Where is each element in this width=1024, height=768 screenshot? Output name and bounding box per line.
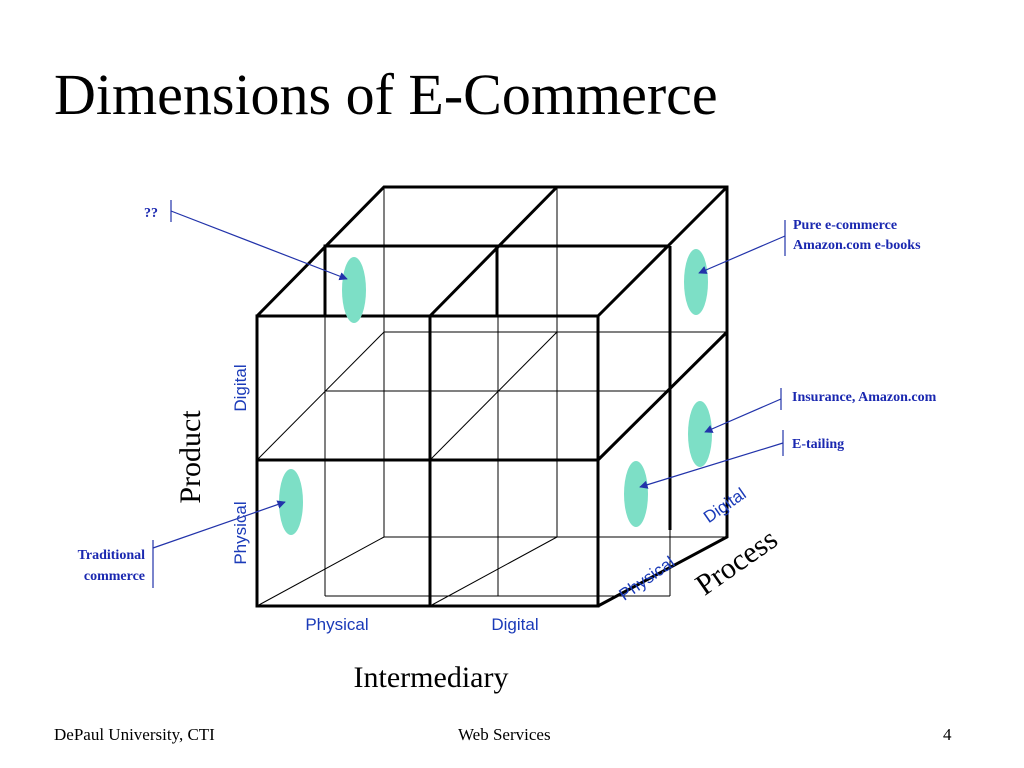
callout-etailing: E-tailing — [792, 437, 844, 452]
footer-page-number: 4 — [943, 725, 952, 744]
marker-digital-intermediary-product — [342, 257, 366, 323]
callout-leaders — [152, 200, 786, 588]
marker-insurance — [688, 401, 712, 467]
intermediary-physical-label: Physical — [305, 615, 368, 634]
intermediary-axis-title: Intermediary — [354, 661, 509, 694]
callout-insurance: Insurance, Amazon.com — [792, 390, 937, 405]
marker-pure-ecommerce — [684, 249, 708, 315]
cube-inner-grid — [256, 187, 727, 607]
process-digital-label: Digital — [700, 484, 750, 527]
footer-course: Web Services — [458, 725, 551, 744]
marker-traditional-commerce — [279, 469, 303, 535]
cube-frame — [255, 185, 729, 608]
product-axis-title: Product — [174, 410, 207, 504]
intermediary-digital-label: Digital — [491, 615, 538, 634]
marker-etailing — [624, 461, 648, 527]
process-axis-title: Process — [690, 522, 784, 602]
process-physical-label: Physical — [615, 553, 678, 605]
product-physical-label: Physical — [231, 501, 250, 564]
callout-traditional-line2: commerce — [84, 569, 145, 584]
callout-traditional: Traditional — [78, 548, 146, 563]
callout-pure-ecommerce: Pure e-commerce — [793, 218, 897, 233]
callout-unknown: ?? — [144, 206, 158, 221]
callout-pure-ecommerce-example: Amazon.com e-books — [793, 238, 921, 253]
footer-institution: DePaul University, CTI — [54, 725, 215, 744]
slide-title: Dimensions of E-Commerce — [54, 62, 718, 127]
product-digital-label: Digital — [231, 364, 250, 411]
